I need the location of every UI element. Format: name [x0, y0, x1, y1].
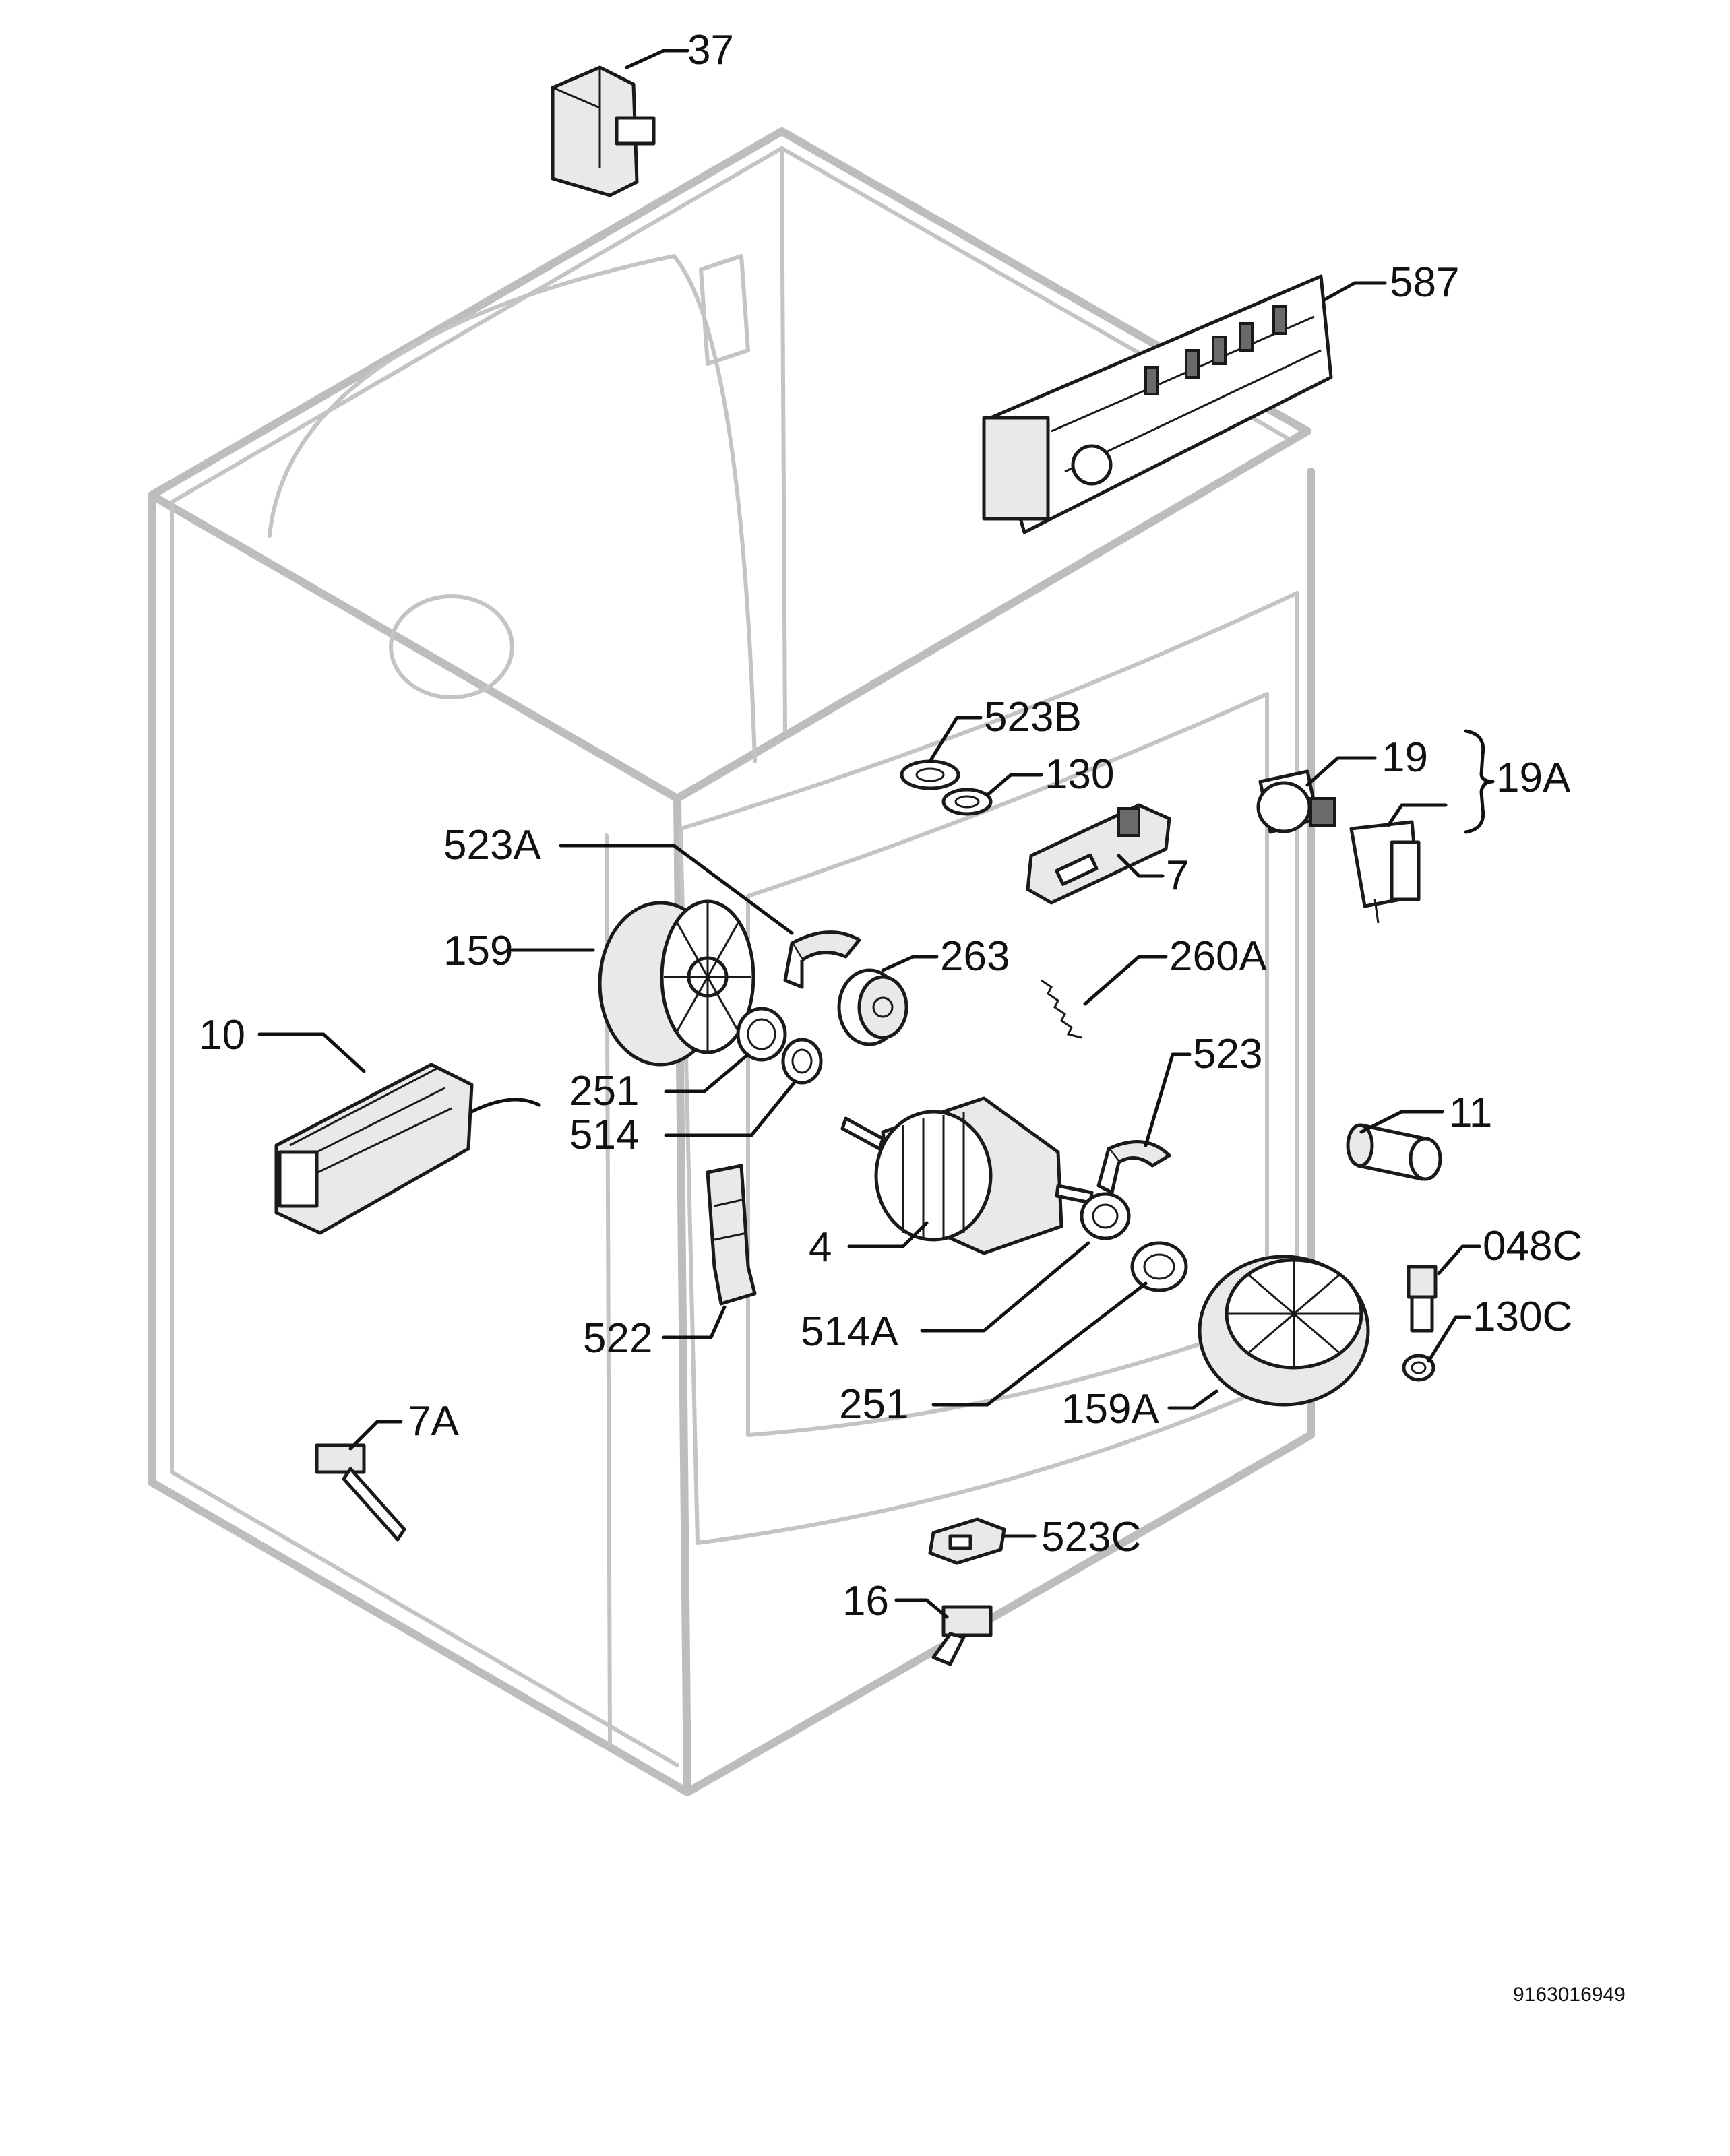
part-130C-grommet — [1402, 1354, 1435, 1382]
callout-37: 37 — [687, 27, 734, 73]
callout-251-upper: 251 — [569, 1068, 639, 1114]
part-251-seal — [736, 1007, 787, 1062]
callout-130: 130 — [1045, 751, 1114, 798]
part-523B-clip — [900, 759, 960, 790]
part-260A-spring — [1041, 979, 1082, 1039]
callout-7: 7 — [1166, 852, 1189, 899]
callout-523B: 523B — [984, 694, 1082, 740]
part-523C-clip — [928, 1517, 1006, 1565]
callout-523: 523 — [1193, 1031, 1262, 1077]
part-159A-fan-wheel — [1198, 1255, 1370, 1407]
part-4-motor — [840, 1096, 1094, 1255]
callout-159A: 159A — [1061, 1386, 1159, 1432]
part-11-capacitor — [1346, 1123, 1442, 1181]
callout-16: 16 — [842, 1578, 889, 1624]
callout-523C: 523C — [1041, 1514, 1141, 1560]
part-19-sensor — [1256, 769, 1336, 834]
part-523-bracket — [1096, 1140, 1171, 1195]
callout-260A: 260A — [1169, 933, 1267, 980]
part-37-connector — [551, 65, 656, 197]
callout-130C: 130C — [1473, 1294, 1572, 1340]
callout-4: 4 — [809, 1224, 832, 1271]
callout-19A: 19A — [1496, 755, 1571, 801]
callout-19: 19 — [1382, 734, 1428, 781]
callout-514A: 514A — [801, 1308, 898, 1355]
part-522-sensor — [706, 1164, 757, 1306]
part-16-switch — [931, 1605, 993, 1666]
callout-7A: 7A — [408, 1398, 459, 1445]
callout-labels: 37 587 523B 130 19 19A 523A 7 159 263 26… — [199, 27, 1582, 1624]
part-10-heater — [274, 1063, 541, 1235]
cabinet-housing — [148, 127, 1315, 1796]
drawing-number: 9163016949 — [1513, 1984, 1626, 2006]
part-19A-sensor-holder — [1349, 820, 1421, 924]
callout-514: 514 — [569, 1112, 639, 1158]
callout-159: 159 — [443, 928, 513, 974]
part-514-bearing — [781, 1038, 823, 1085]
part-7-door-switch — [1026, 803, 1171, 905]
part-251-seal-lower — [1130, 1241, 1188, 1292]
callout-523A: 523A — [443, 822, 541, 868]
part-7A-microswitch — [315, 1443, 406, 1542]
callout-587: 587 — [1390, 259, 1459, 306]
callout-10: 10 — [199, 1012, 245, 1058]
part-587-control-board — [982, 274, 1333, 534]
leader-lines — [257, 49, 1495, 1619]
part-523A-bracket — [783, 930, 861, 989]
callout-11: 11 — [1449, 1089, 1492, 1136]
part-130-gasket — [941, 788, 993, 816]
part-159-drum-fan — [598, 899, 755, 1067]
part-514A-bearing — [1080, 1192, 1131, 1240]
part-263-pulley — [837, 968, 908, 1046]
callout-048C: 048C — [1483, 1223, 1582, 1269]
callout-522: 522 — [583, 1315, 652, 1362]
part-048C-sensor — [1407, 1265, 1438, 1333]
callout-263: 263 — [940, 933, 1010, 980]
callout-251-lower: 251 — [839, 1381, 908, 1428]
